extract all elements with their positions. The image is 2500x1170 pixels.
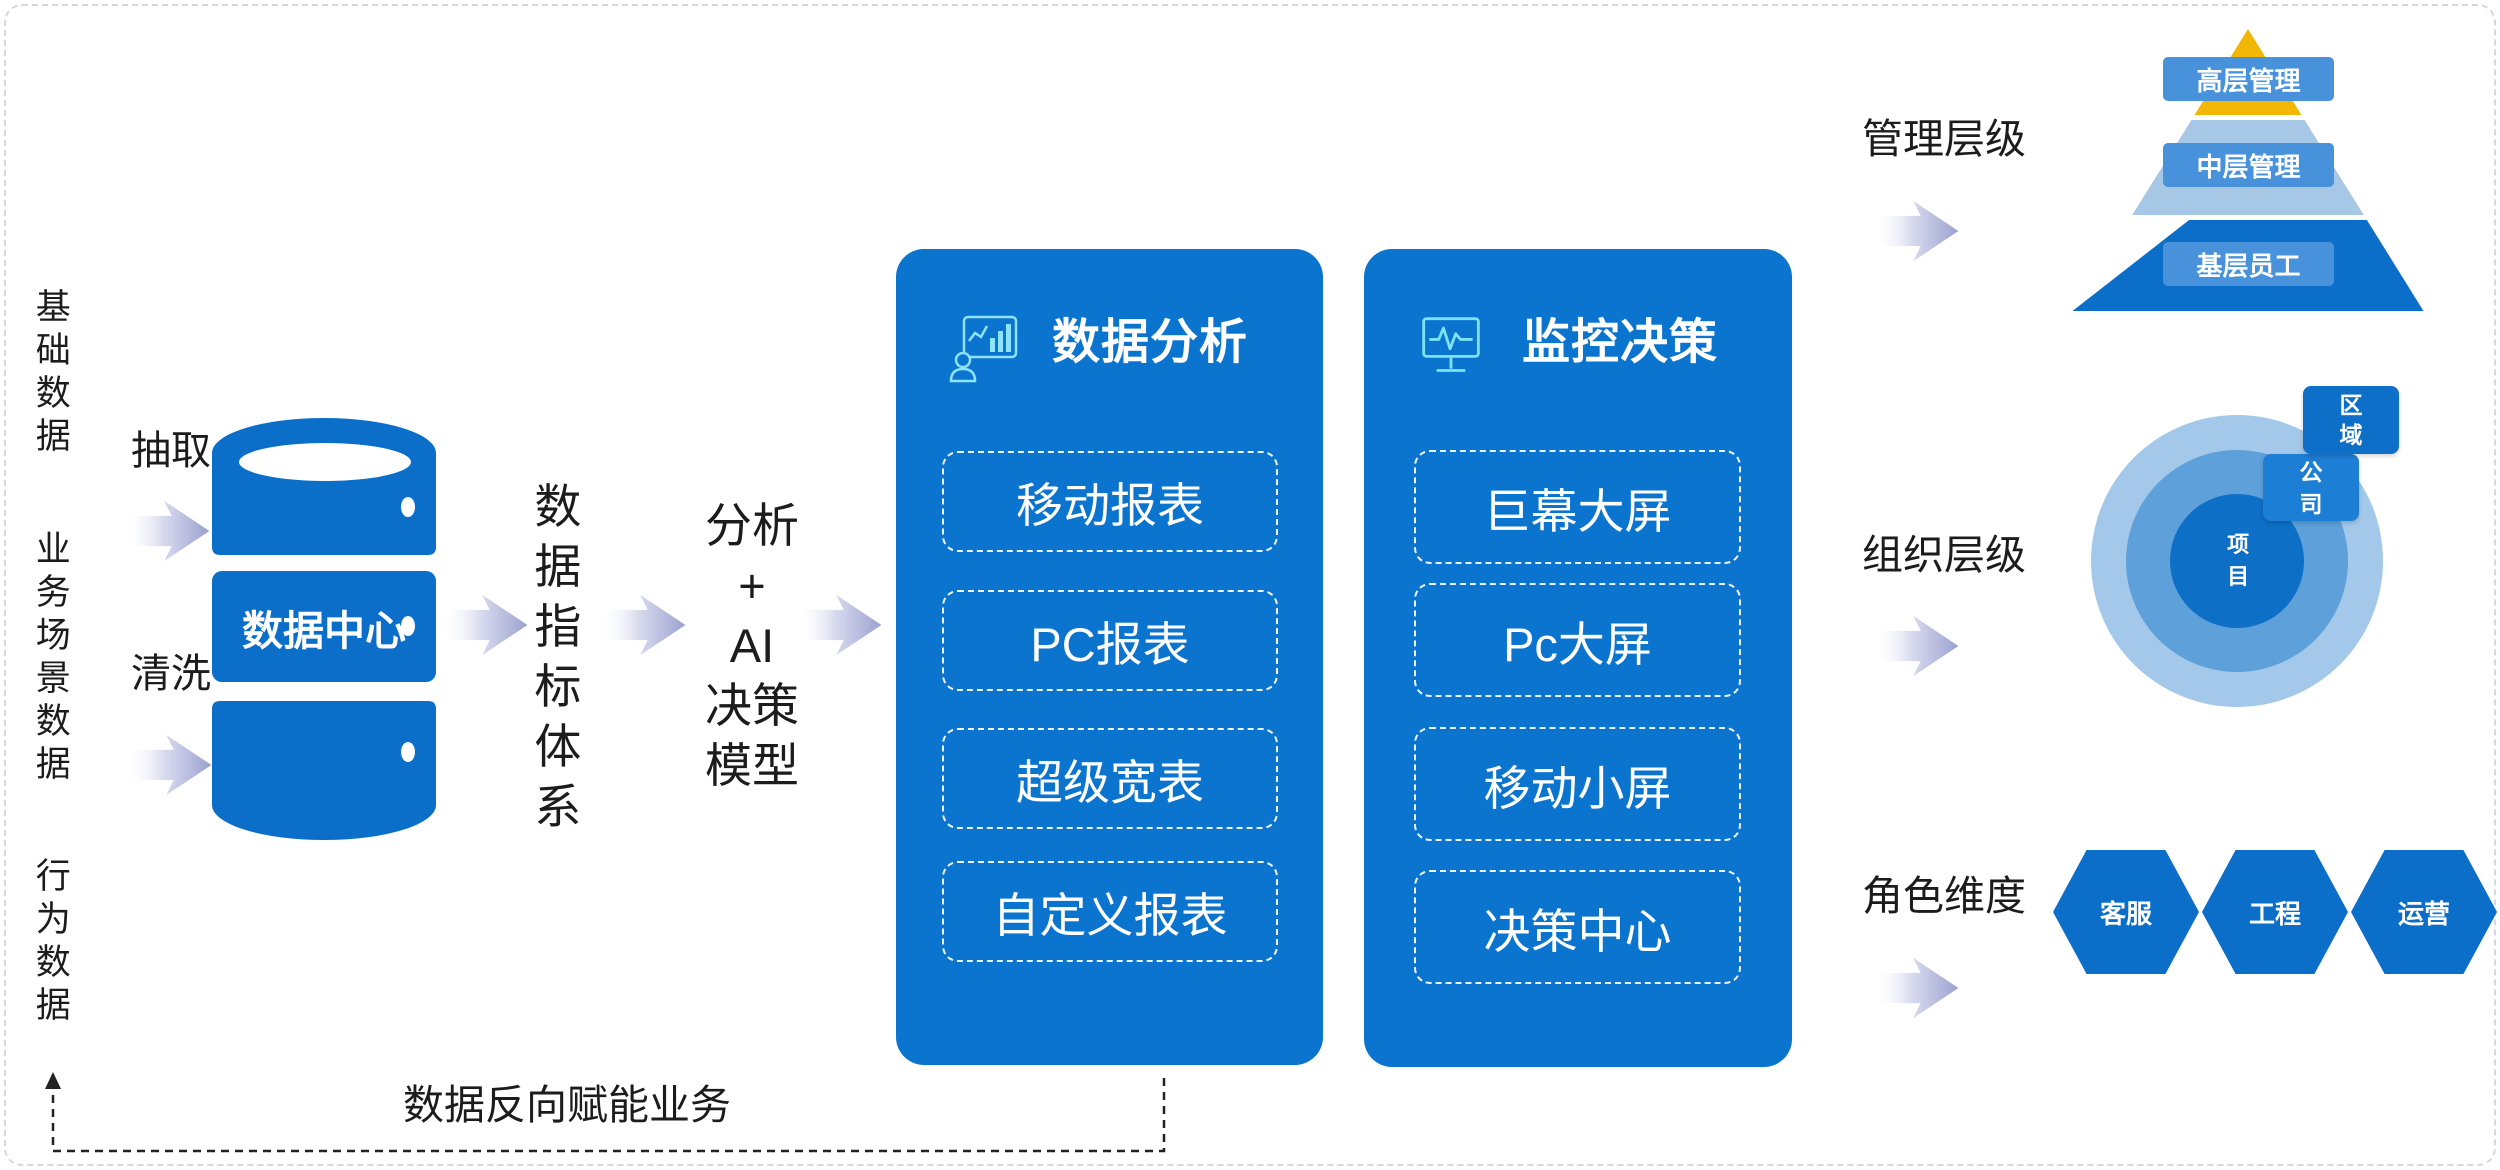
- database-icon: [212, 418, 436, 840]
- org-box-region: 区域: [2303, 386, 2399, 454]
- source-business-scene-data: 业务场景数据: [35, 530, 71, 784]
- role-dimension-label: 角色维度: [1862, 873, 2026, 919]
- flow-arrow-icon: [1873, 615, 1959, 677]
- pyramid-label-senior: 高层管理: [2163, 57, 2334, 101]
- panel-title-data-analysis: 数据分析: [1052, 316, 1249, 369]
- ai-model-label: 分析 + AI 决策 模型: [692, 496, 812, 796]
- metric-system-label: 数据指标体系: [534, 480, 582, 833]
- monitoring-decision-panel: 监控决策 巨幕大屏 Pc大屏 移动小屏 决策中心: [1364, 249, 1792, 1067]
- database-indicator-dot: [401, 497, 415, 517]
- report-item-wide-table: 超级宽表: [942, 728, 1278, 829]
- flow-arrow-icon: [1873, 200, 1959, 262]
- report-item-custom: 自定义报表: [942, 861, 1278, 962]
- screen-item-mobile: 移动小屏: [1414, 727, 1741, 841]
- diagram-frame: [4, 4, 2496, 1166]
- pyramid-label-staff: 基层员工: [2163, 242, 2334, 286]
- database-top-opening: [239, 443, 411, 481]
- report-item-pc: PC报表: [942, 590, 1278, 691]
- database-indicator-dot: [401, 742, 415, 762]
- role-hexagon-customer-service: 客服: [2053, 850, 2199, 974]
- flow-arrow-icon: [600, 594, 686, 656]
- pyramid-label-middle: 中层管理: [2163, 143, 2334, 187]
- data-center-label: 数据中心: [242, 607, 406, 654]
- step-clean: 清洗: [131, 652, 211, 696]
- feedback-arrowhead-icon: [45, 1072, 61, 1089]
- screen-item-giant: 巨幕大屏: [1414, 450, 1741, 564]
- panel-title-monitoring-decision: 监控决策: [1522, 316, 1719, 369]
- data-analysis-panel: 数据分析 移动报表 PC报表 超级宽表 自定义报表: [896, 249, 1323, 1065]
- role-hexagon-engineering: 工程: [2202, 850, 2348, 974]
- model-line: 模型: [705, 739, 799, 792]
- database-indicator-dot: [401, 616, 415, 636]
- organization-level-label: 组织层级: [1862, 532, 2026, 578]
- step-extract: 抽取: [131, 429, 211, 473]
- flow-arrow-icon: [1873, 957, 1959, 1019]
- source-behavior-data: 行为数据: [35, 857, 71, 1025]
- report-item-mobile: 移动报表: [942, 451, 1278, 552]
- database-bottom-segment: [212, 701, 436, 840]
- org-level-company: 公司: [2299, 458, 2323, 517]
- screen-item-decision-center: 决策中心: [1414, 870, 1741, 984]
- feedback-label: 数据反向赋能业务: [403, 1082, 731, 1128]
- database-middle-segment: [212, 571, 436, 682]
- screen-item-pc: Pc大屏: [1414, 583, 1741, 697]
- analytics-dashboard-icon: [949, 315, 1018, 383]
- org-level-region: 区域: [2339, 392, 2363, 448]
- ring-inner: [2170, 494, 2304, 628]
- flow-arrow-icon: [124, 500, 210, 562]
- model-line: 分析: [705, 499, 799, 552]
- flow-arrow-icon: [796, 594, 882, 656]
- org-box-company: 公司: [2263, 454, 2359, 521]
- database-top-segment: [212, 418, 436, 555]
- model-line: 决策: [705, 679, 799, 732]
- role-hexagon-operations: 运营: [2351, 850, 2497, 974]
- source-basic-data: 基础数据: [35, 288, 71, 456]
- flow-arrow-icon: [126, 734, 212, 796]
- feedback-loop-connector: [45, 1072, 1166, 1153]
- org-level-project: 项目: [2227, 532, 2250, 589]
- model-line: +: [738, 559, 766, 612]
- model-line: AI: [729, 619, 775, 672]
- monitor-pulse-icon: [1422, 317, 1480, 372]
- flow-arrow-icon: [442, 594, 528, 656]
- management-level-label: 管理层级: [1862, 116, 2026, 162]
